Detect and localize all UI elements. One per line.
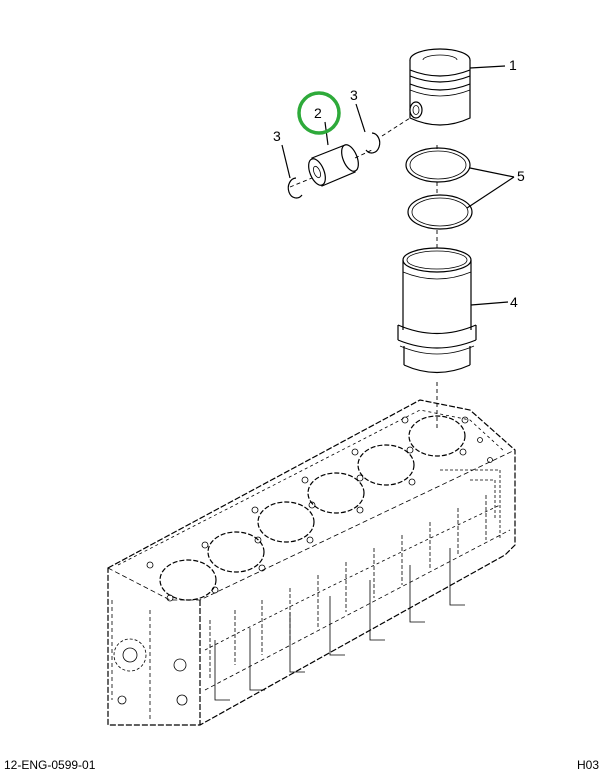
pin-retainer-right[interactable] — [365, 132, 381, 154]
callout-3-right[interactable]: 3 — [350, 87, 358, 103]
callout-5[interactable]: 5 — [517, 168, 525, 184]
cylinder-liner[interactable] — [397, 247, 477, 374]
piston[interactable] — [409, 48, 471, 126]
pin-retainer-left[interactable] — [287, 177, 303, 199]
sheet-code: H03 — [577, 758, 600, 772]
callout-3-left[interactable]: 3 — [273, 128, 281, 144]
seal-ring-lower[interactable] — [407, 194, 473, 230]
engine-block — [107, 399, 516, 726]
piston-pin[interactable] — [305, 142, 361, 187]
callout-1[interactable]: 1 — [509, 57, 517, 73]
callout-4[interactable]: 4 — [510, 294, 518, 310]
highlight-ring — [297, 91, 341, 135]
drawing-number: 12-ENG-0599-01 — [4, 758, 96, 772]
callout-2[interactable]: 2 — [314, 105, 322, 121]
seal-ring-upper[interactable] — [405, 147, 471, 183]
